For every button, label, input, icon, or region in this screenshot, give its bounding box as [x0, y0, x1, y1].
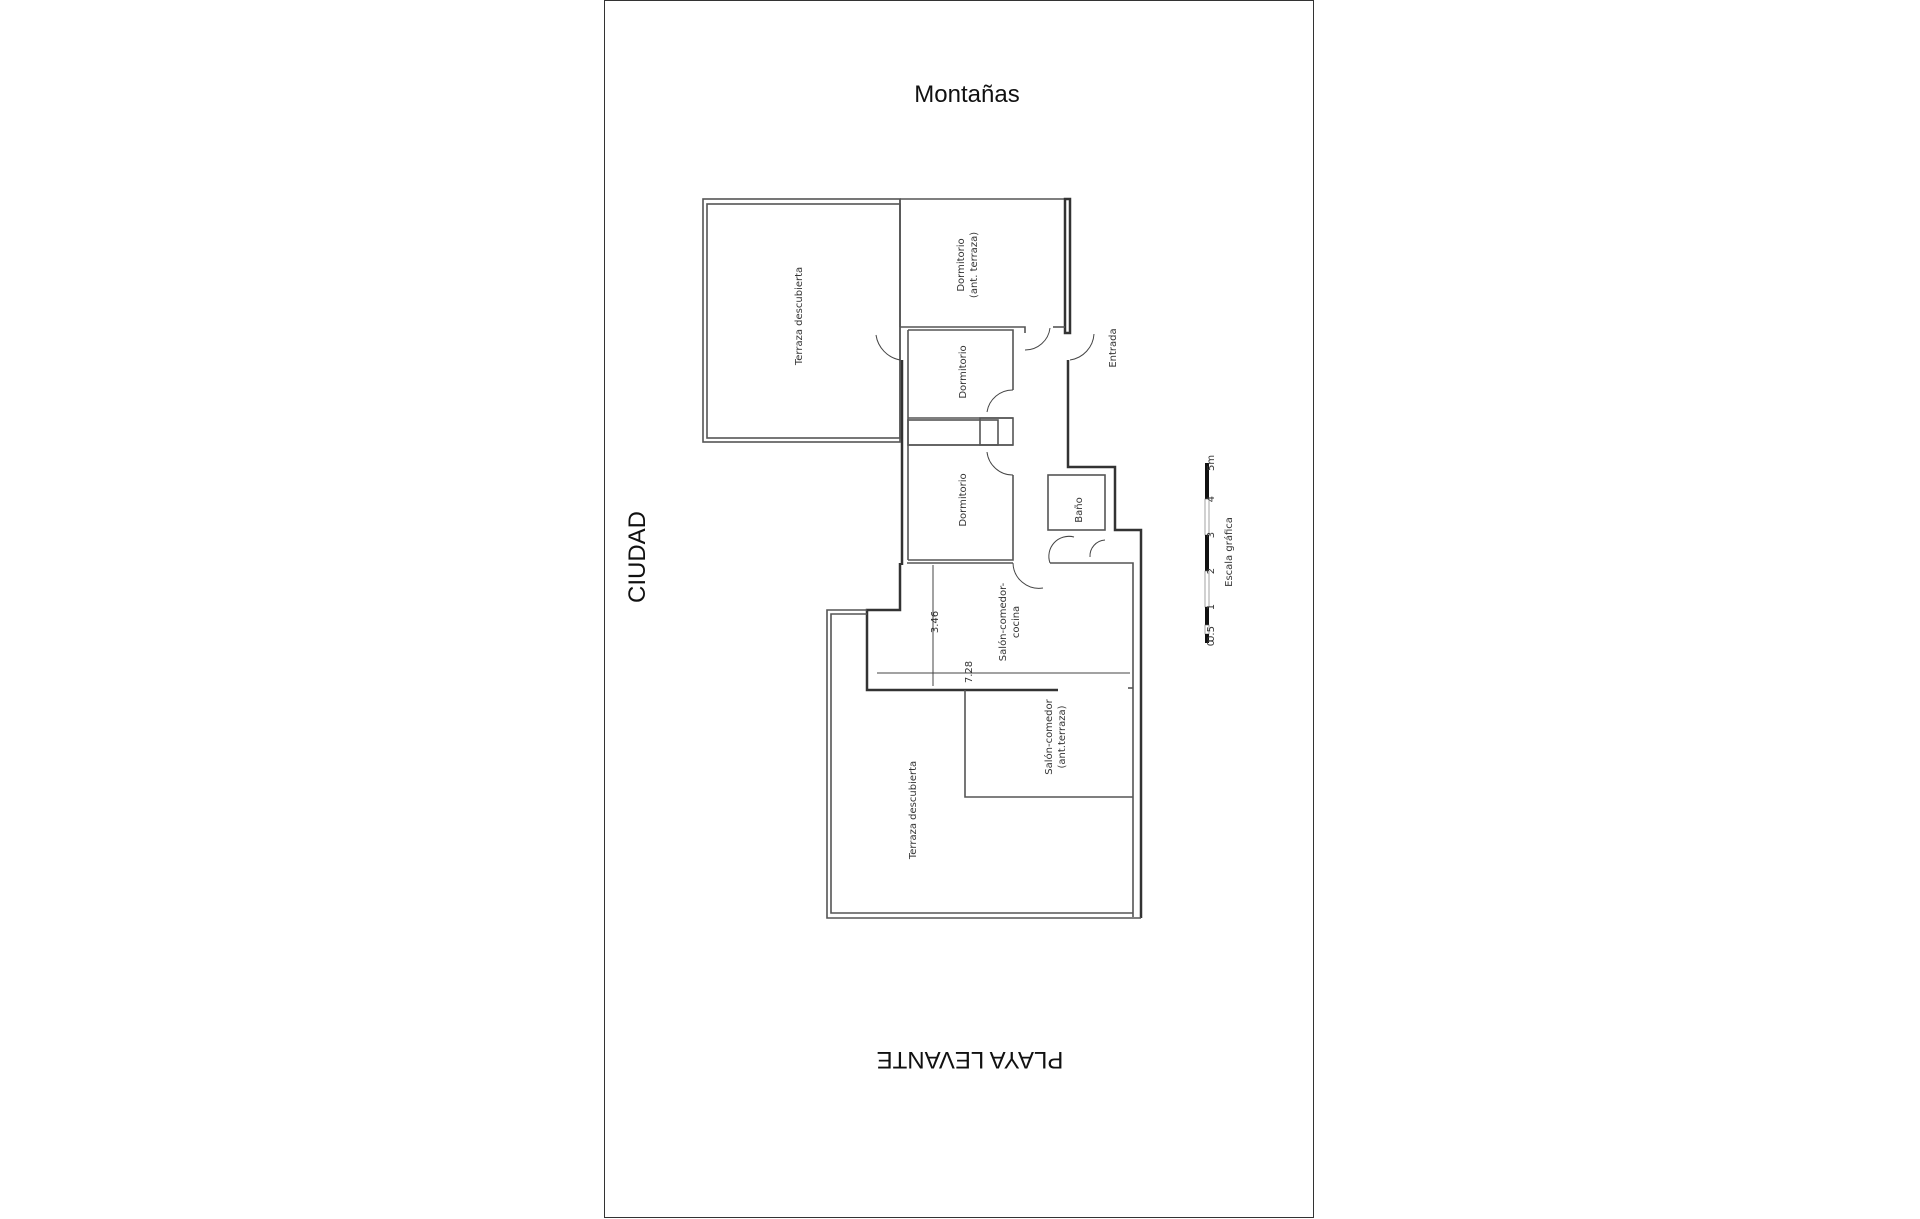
dimension-depth: 3.46	[930, 611, 941, 633]
room-terrace-bottom: Terraza descubierta	[908, 761, 919, 860]
room-bedroom-1: Dormitorio	[958, 345, 969, 398]
scale-tick: 0	[1206, 640, 1217, 646]
scale-tick: 2	[1206, 568, 1217, 574]
room-bedroom-2: Dormitorio	[958, 473, 969, 526]
dimension-width: 7.28	[964, 661, 975, 683]
scale-ticks: 0 0.5 1 2 3 4 5m	[1206, 455, 1217, 646]
label-west: CIUDAD	[624, 511, 651, 603]
scale-bar	[1204, 463, 1210, 643]
scale-tick: 3	[1206, 532, 1217, 538]
scale-tick: 0.5	[1206, 626, 1217, 642]
room-bathroom: Baño	[1074, 497, 1085, 522]
scale-tick: 5m	[1206, 455, 1217, 471]
doors	[875, 327, 1106, 589]
room-terrace-top: Terraza descubierta	[794, 267, 805, 366]
scale-tick: 4	[1206, 496, 1217, 502]
label-entrance: Entrada	[1108, 328, 1119, 367]
page-frame	[604, 0, 1314, 1218]
label-south: PLAYA LEVANTE	[877, 1046, 1064, 1073]
label-north: Montañas	[914, 81, 1019, 108]
room-living-kitchen: Salón-comedor-cocina	[997, 582, 1022, 661]
dimension-lines	[877, 565, 1130, 686]
walls	[702, 197, 1143, 919]
room-living-former-terrace: Salón-comedor(ant.terraza)	[1043, 698, 1068, 774]
scale-title: Escala gráfica	[1223, 517, 1235, 587]
room-bedroom-former-terrace: Dormitorio(ant. terraza)	[956, 232, 980, 298]
scale-tick: 1	[1206, 604, 1217, 610]
